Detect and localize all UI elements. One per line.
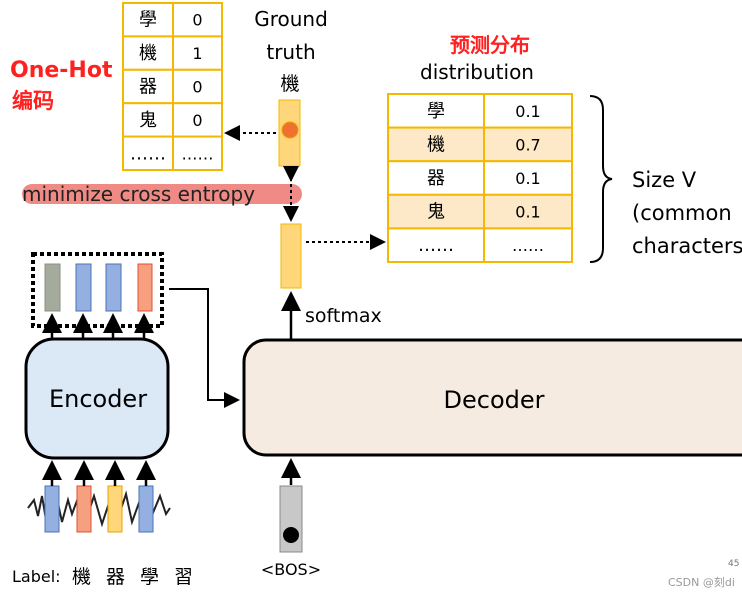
table-cell-value bbox=[483, 227, 573, 263]
table-cell-value bbox=[172, 35, 223, 71]
table-value: 1 bbox=[192, 44, 202, 63]
label-char-3: 學 bbox=[140, 566, 159, 588]
encoder-block bbox=[24, 337, 170, 460]
distribution-title: distribution bbox=[420, 60, 534, 84]
table-value: 0.1 bbox=[515, 102, 540, 121]
table-cell-value bbox=[172, 68, 223, 105]
table-char: 學 bbox=[139, 10, 157, 31]
watermark: CSDN @刻di bbox=[668, 575, 735, 589]
page-number: 45 bbox=[728, 559, 739, 569]
softmax-label: softmax bbox=[305, 305, 382, 327]
table-char: 學 bbox=[427, 101, 445, 122]
table-char: 機 bbox=[427, 134, 445, 155]
bos-label: <BOS> bbox=[261, 560, 321, 579]
encoder-vector-3 bbox=[105, 263, 122, 312]
table-char: 機 bbox=[139, 43, 157, 64]
table-cell-value bbox=[172, 102, 223, 138]
encoder-input-arrows bbox=[42, 460, 156, 486]
ground-truth-label: Ground bbox=[254, 7, 328, 31]
table-char: 器 bbox=[427, 168, 445, 189]
encoder-output-box bbox=[31, 252, 164, 328]
audio-waveform bbox=[27, 485, 171, 533]
table-value: …… bbox=[512, 236, 544, 255]
label-char-2: 器 bbox=[106, 566, 125, 588]
output-vector bbox=[280, 223, 302, 289]
table-char: …… bbox=[130, 143, 166, 164]
decoder-label: Decoder bbox=[444, 386, 545, 414]
ground-truth-label-2: truth bbox=[266, 40, 315, 64]
table-char: …… bbox=[418, 235, 454, 256]
hot-dot bbox=[281, 121, 299, 139]
table-value: 0.1 bbox=[515, 203, 540, 222]
table-cell-char bbox=[387, 126, 485, 163]
table-cell-value bbox=[483, 126, 573, 163]
onehot-title: One-Hot bbox=[10, 58, 113, 83]
onehot-title-cn: 编码 bbox=[12, 89, 54, 113]
table-char: 鬼 bbox=[427, 202, 445, 223]
decoder-block bbox=[242, 338, 742, 457]
table-value: …… bbox=[182, 144, 214, 163]
encoder-output-arrows bbox=[42, 313, 154, 340]
table-cell-value bbox=[172, 135, 223, 172]
encoder-label: Encoder bbox=[49, 385, 147, 413]
table-char: 鬼 bbox=[139, 110, 157, 131]
table-cell-value bbox=[483, 93, 573, 129]
label-char-4: 習 bbox=[174, 566, 193, 588]
ground-truth-char: 機 bbox=[280, 73, 299, 95]
table-cell-value bbox=[483, 160, 573, 196]
table-cell-char bbox=[387, 160, 485, 196]
table-cell-char bbox=[387, 193, 485, 230]
bos-dot bbox=[283, 527, 299, 543]
size-v: Size V bbox=[632, 168, 697, 192]
label-char-1: 機 bbox=[72, 566, 91, 588]
encoder-vector-4 bbox=[137, 263, 153, 312]
distribution-table: 學 0.1 機 0.7 器 0.1 鬼 0.1 …… …… bbox=[387, 93, 573, 263]
loss-highlight bbox=[22, 184, 302, 204]
onehot-table: 學 0 機 1 器 0 鬼 0 …… …… bbox=[122, 2, 223, 172]
distribution-title-cn: 预测分布 bbox=[450, 33, 530, 57]
table-char: 器 bbox=[139, 77, 157, 98]
size-characters: characters bbox=[632, 234, 742, 258]
encoder-vector-2 bbox=[75, 263, 92, 312]
loss-label: minimize cross entropy bbox=[22, 182, 255, 206]
encoder-vector-1 bbox=[44, 263, 61, 312]
table-value: 0.7 bbox=[515, 135, 540, 154]
table-cell-char bbox=[122, 135, 174, 172]
brace bbox=[589, 95, 613, 263]
table-value: 0.1 bbox=[515, 169, 540, 188]
label-prefix: Label: bbox=[12, 567, 61, 586]
cross-attention-connector bbox=[169, 288, 240, 408]
table-cell-value bbox=[483, 193, 573, 230]
size-common: (common bbox=[632, 201, 732, 225]
table-value: 0 bbox=[192, 78, 202, 97]
table-value: 0 bbox=[192, 11, 202, 30]
table-value: 0 bbox=[192, 111, 202, 130]
